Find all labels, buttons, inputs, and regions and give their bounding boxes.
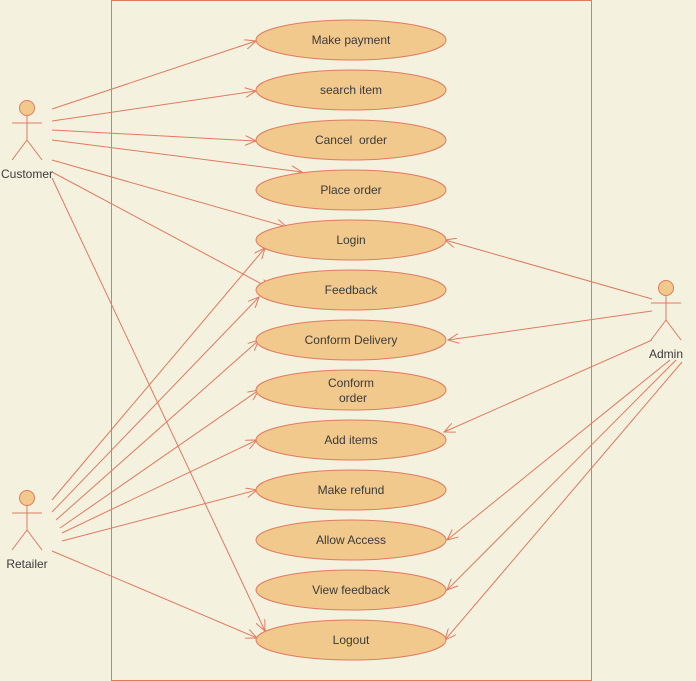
uc-logout-label: Logout bbox=[333, 633, 370, 647]
actor-retailer[interactable] bbox=[11, 490, 43, 551]
uc-logout[interactable] bbox=[255, 619, 447, 661]
uc-feedback-label: Feedback bbox=[325, 283, 379, 297]
assoc-customer-cancel-order bbox=[51, 129, 256, 141]
assoc-customer-logout bbox=[51, 177, 265, 631]
uc-cancel-order-label: Cancel order bbox=[315, 133, 387, 147]
uc-feedback[interactable] bbox=[255, 269, 447, 311]
uc-make-refund-label: Make refund bbox=[318, 483, 385, 497]
assoc-retailer-feedback bbox=[51, 297, 259, 513]
uc-make-payment-label: Make payment bbox=[312, 33, 391, 47]
uc-place-order-label: Place order bbox=[320, 183, 381, 197]
assoc-retailer-add-items bbox=[61, 440, 257, 534]
assoc-retailer-logout bbox=[51, 550, 257, 638]
uc-cancel-order[interactable] bbox=[255, 119, 447, 161]
uc-make-payment[interactable] bbox=[255, 19, 447, 61]
assoc-admin-logout bbox=[445, 361, 683, 640]
assoc-customer-search-item bbox=[51, 91, 256, 122]
uc-conform-order[interactable] bbox=[255, 369, 447, 411]
actor-admin[interactable] bbox=[650, 280, 682, 341]
actor-customer[interactable] bbox=[11, 100, 43, 161]
actor-retailer-head bbox=[19, 490, 35, 506]
assoc-customer-place-order bbox=[51, 139, 302, 172]
assoc-retailer-conform-order bbox=[59, 390, 259, 529]
actor-customer-label: Customer bbox=[1, 167, 53, 181]
actor-retailer-label: Retailer bbox=[6, 557, 47, 571]
uc-make-refund[interactable] bbox=[255, 469, 447, 511]
uc-conform-order-label-line2: order bbox=[339, 391, 367, 405]
actor-admin-head bbox=[658, 280, 674, 296]
uc-conform-delivery[interactable] bbox=[255, 319, 447, 361]
uc-view-feedback[interactable] bbox=[255, 569, 447, 611]
assoc-customer-login bbox=[51, 159, 287, 227]
assoc-admin-add-items bbox=[444, 339, 653, 432]
uc-conform-delivery-label: Conform Delivery bbox=[305, 333, 398, 347]
assoc-retailer-login bbox=[51, 248, 265, 501]
actor-customer-head bbox=[19, 100, 35, 116]
uc-view-feedback-label: View feedback bbox=[312, 583, 391, 597]
assoc-customer-make-payment bbox=[51, 41, 256, 110]
uc-search-item[interactable] bbox=[255, 69, 447, 111]
assoc-retailer-make-refund bbox=[61, 490, 257, 542]
uc-allow-access-label: Allow Access bbox=[316, 533, 386, 547]
uc-add-items-label: Add items bbox=[324, 433, 377, 447]
assoc-admin-view-feedback bbox=[447, 359, 677, 590]
assoc-customer-feedback bbox=[51, 171, 271, 289]
uc-login-label: Login bbox=[336, 233, 365, 247]
uc-login[interactable] bbox=[255, 219, 447, 261]
actor-admin-label: Admin bbox=[649, 347, 683, 361]
assoc-retailer-conform-delivery bbox=[55, 340, 259, 521]
assoc-admin-login bbox=[445, 240, 653, 300]
uc-conform-order-label-line1: Conform bbox=[328, 376, 374, 390]
assoc-admin-conform-delivery bbox=[448, 310, 653, 340]
assoc-admin-allow-access bbox=[447, 359, 671, 540]
uc-search-item-label: search item bbox=[320, 83, 382, 97]
uc-place-order[interactable] bbox=[255, 169, 447, 211]
uc-allow-access[interactable] bbox=[255, 519, 447, 561]
uc-add-items[interactable] bbox=[255, 419, 447, 461]
